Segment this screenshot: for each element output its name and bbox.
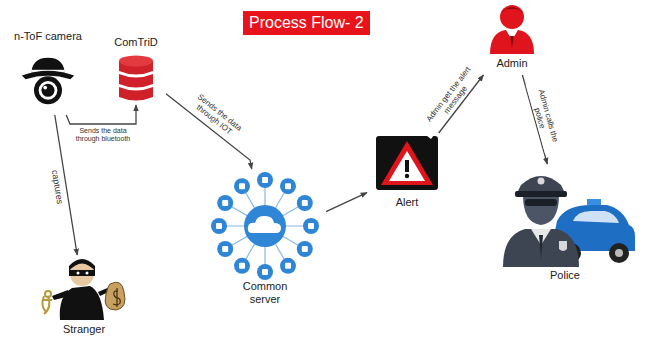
alert-node: Alert [368, 134, 446, 214]
diagram-title: Process Flow- 2 [243, 11, 370, 35]
edge-label: Sends the data through IOT [182, 86, 251, 146]
police-icon [495, 165, 635, 267]
node-label-text: Alert [396, 196, 419, 209]
db-illustration [116, 54, 156, 104]
node-label: Admin [480, 57, 544, 70]
db-icon [116, 54, 156, 104]
alert-illustration [376, 136, 438, 190]
node-label: Alert [368, 196, 446, 209]
node-label-text: Stranger [63, 323, 105, 336]
camera-node: n-ToF camera [8, 30, 88, 114]
node-label-text: Common server [235, 280, 295, 306]
node-label: Police [492, 269, 638, 282]
stranger-icon [38, 256, 130, 320]
edge-label: captures [49, 167, 65, 207]
node-label: n-ToF camera [8, 30, 88, 43]
admin-icon [488, 2, 536, 54]
node-label-text: Police [550, 269, 580, 282]
edge-label: Admin get the alert message [416, 55, 487, 139]
node-label-text: n-ToF camera [14, 30, 82, 43]
stranger-illustration [38, 256, 130, 320]
server-node: Common server [205, 170, 325, 310]
node-label: Common server [205, 280, 325, 306]
edge-label: Sends the data through bluetooth [66, 127, 140, 143]
server-illustration [207, 170, 323, 282]
flow-arrow [326, 193, 367, 212]
stranger-node: Stranger [32, 256, 136, 340]
police-node: Police [492, 165, 638, 289]
server-icon [207, 170, 323, 282]
database-node: ComTriD [107, 36, 165, 104]
node-label-text: Admin [496, 57, 527, 70]
admin-node: Admin [480, 2, 544, 74]
alert-icon [376, 136, 438, 190]
camera-illustration [20, 52, 76, 110]
node-label: ComTriD [107, 36, 165, 49]
admin-illustration [488, 2, 536, 54]
node-label: Stranger [32, 323, 136, 336]
camera-icon [20, 52, 76, 110]
edge-label: Admin calls the police [526, 80, 563, 154]
node-label-text: ComTriD [114, 36, 158, 49]
police-illustration [495, 165, 635, 267]
flow-arrow [66, 105, 136, 124]
